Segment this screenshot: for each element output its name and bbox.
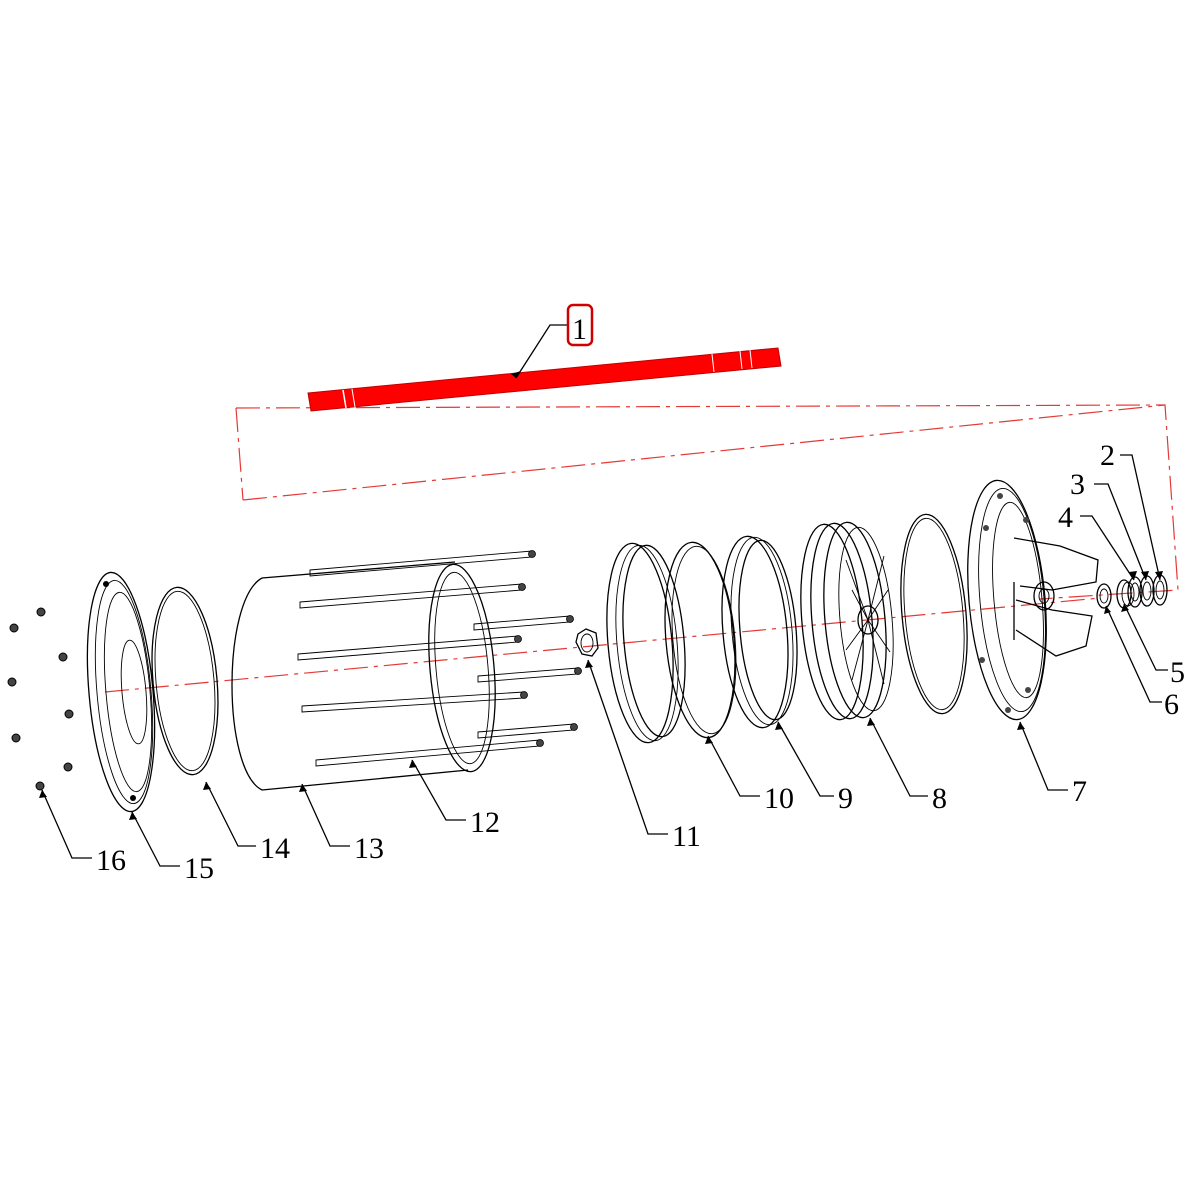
part-labels: 1 2 3 4 5 6 7 8 9 10 11 12 13 14 15 16 — [96, 313, 1185, 885]
cylinder-part-13[interactable] — [231, 561, 503, 791]
shaft-part-1[interactable] — [307, 347, 782, 412]
highlight-box-part-1 — [566, 303, 594, 347]
leader-lines — [41, 324, 1168, 867]
bolts-part-16[interactable] — [7, 607, 74, 791]
bracket-plate-part-7[interactable] — [959, 477, 1099, 723]
label-part-12[interactable]: 12 — [470, 806, 500, 839]
label-part-14[interactable]: 14 — [260, 832, 290, 865]
nut-part-11[interactable] — [575, 628, 599, 657]
label-part-6[interactable]: 6 — [1164, 688, 1179, 721]
o-ring-large-before-part-7[interactable] — [893, 512, 974, 717]
leader-arrowheads — [39, 371, 1163, 820]
label-part-13[interactable]: 13 — [354, 832, 384, 865]
label-part-15[interactable]: 15 — [184, 852, 214, 885]
label-part-9[interactable]: 9 — [838, 782, 853, 815]
center-axis — [104, 404, 1179, 693]
label-part-2[interactable]: 2 — [1100, 439, 1115, 472]
label-part-11[interactable]: 11 — [672, 820, 701, 853]
label-part-1[interactable]: 1 — [572, 313, 587, 346]
bushing-part-6[interactable] — [1096, 583, 1112, 609]
label-part-16[interactable]: 16 — [96, 844, 126, 877]
label-part-3[interactable]: 3 — [1070, 468, 1085, 501]
tie-rods-part-12[interactable] — [297, 550, 582, 767]
ring-set-part-10[interactable] — [599, 539, 743, 745]
o-ring-part-14[interactable] — [145, 585, 225, 778]
label-part-4[interactable]: 4 — [1058, 501, 1073, 534]
ring-part-9[interactable] — [715, 534, 804, 731]
label-part-5[interactable]: 5 — [1170, 656, 1185, 689]
impeller-part-8[interactable] — [794, 520, 900, 722]
label-part-10[interactable]: 10 — [764, 782, 794, 815]
end-flange-part-15[interactable] — [79, 570, 164, 815]
label-part-8[interactable]: 8 — [932, 782, 947, 815]
label-part-7[interactable]: 7 — [1072, 775, 1087, 808]
